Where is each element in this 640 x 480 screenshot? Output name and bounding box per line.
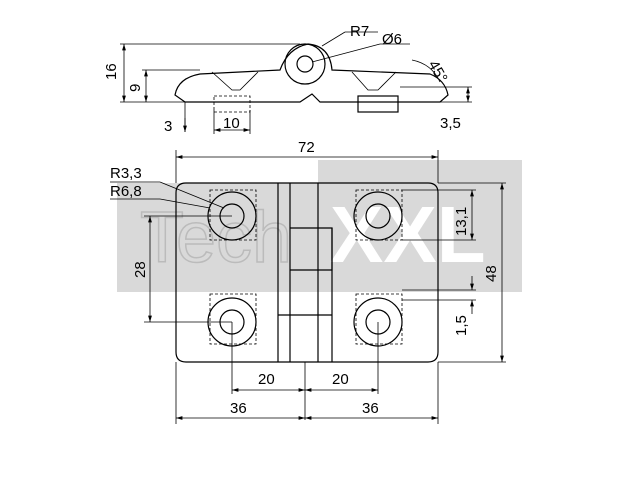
nut-right: [357, 95, 399, 113]
side-view: 16 9 3 10 3,5 R7 Ø6 45°: [103, 23, 472, 135]
dim-left-center: 20: [258, 371, 275, 388]
watermark-prefix: Tech: [140, 198, 292, 278]
knuckle-hole: [296, 55, 314, 73]
dim-total-height: 16: [103, 63, 120, 80]
dim-vertical-spacing: 28: [132, 261, 149, 278]
dim-leaf-height: 9: [127, 84, 144, 92]
dim-overall-height: 48: [483, 265, 500, 282]
side-profile: [174, 43, 449, 103]
countersink-left: [211, 71, 259, 91]
dim-right-half: 36: [362, 400, 379, 417]
front-view: 72 R3,3 R6,8 28 13,1 48 1,5: [110, 139, 506, 424]
dim-width: 10: [223, 115, 240, 132]
hole-top-right: [353, 189, 403, 241]
label-outer-radius: R6,8: [110, 183, 142, 200]
hinge-outline: [175, 182, 439, 363]
dim-right-center: 20: [332, 371, 349, 388]
dim-thickness: 3,5: [440, 115, 461, 132]
countersink-right: [351, 71, 397, 91]
knuckle-outer: [284, 43, 326, 85]
label-radius: R7: [350, 23, 369, 40]
label-hole: Ø6: [382, 31, 402, 48]
dim-overall-width: 72: [298, 139, 315, 156]
dim-left-half: 36: [230, 400, 247, 417]
watermark: Tech XXL: [117, 160, 522, 292]
watermark-box: [318, 160, 522, 292]
label-inner-radius: R3,3: [110, 165, 142, 182]
dim-slot-height: 13,1: [453, 207, 470, 236]
dim-offset: 3: [164, 118, 172, 135]
nut-left: [213, 95, 251, 113]
dim-slot-offset: 1,5: [453, 315, 470, 336]
label-angle: 45°: [425, 58, 451, 86]
knuckle-segment-top: [290, 227, 333, 271]
